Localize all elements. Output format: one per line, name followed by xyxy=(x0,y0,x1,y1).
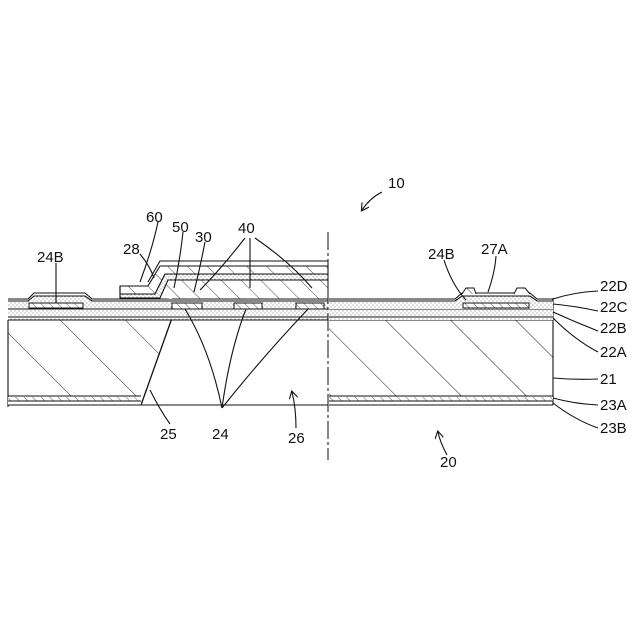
label-23a: 23A xyxy=(600,397,627,414)
label-23b: 23B xyxy=(600,420,627,437)
electrode-24-b xyxy=(234,303,262,309)
label-40: 40 xyxy=(238,220,255,237)
label-30: 30 xyxy=(195,229,212,246)
bump-27a-left xyxy=(462,288,476,294)
label-22c: 22C xyxy=(600,299,628,316)
label-10: 10 xyxy=(388,175,405,192)
label-22b: 22B xyxy=(600,320,627,337)
label-24b-right: 24B xyxy=(428,246,455,263)
bump-27a-right xyxy=(514,288,530,294)
label-22a: 22A xyxy=(600,344,627,361)
label-26: 26 xyxy=(288,430,305,447)
layer-23a-left xyxy=(8,397,141,401)
substrate-right xyxy=(329,320,553,396)
label-25: 25 xyxy=(160,426,177,443)
label-28: 28 xyxy=(123,241,140,258)
electrode-24-c xyxy=(296,303,324,309)
pad-24b-right xyxy=(463,303,529,308)
label-27a: 27A xyxy=(481,241,508,258)
pad-24b-left xyxy=(29,303,83,308)
label-50: 50 xyxy=(172,219,189,236)
label-24b-left: 24B xyxy=(37,249,64,266)
label-21: 21 xyxy=(600,371,617,388)
label-24: 24 xyxy=(212,426,229,443)
label-22d: 22D xyxy=(600,278,628,295)
label-60: 60 xyxy=(146,209,163,226)
electrode-24-a xyxy=(172,303,202,309)
layer-22-left xyxy=(8,309,328,320)
label-20: 20 xyxy=(440,454,457,471)
right-section xyxy=(329,288,553,405)
insulating-film-30 xyxy=(160,280,328,299)
